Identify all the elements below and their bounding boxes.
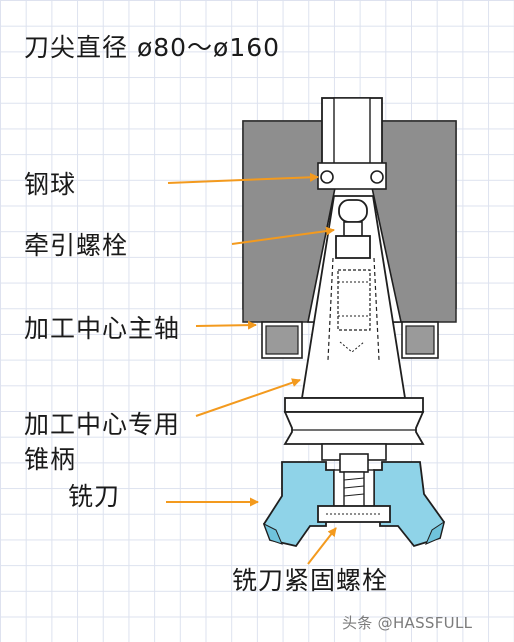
clamp-bolt [317,471,391,523]
label-spindle: 加工中心主轴 [24,314,181,343]
label-clamp-bolt: 铣刀紧固螺栓 [232,566,389,595]
arrow-clamp-bolt [307,527,337,565]
arrow-spindle [195,320,257,330]
label-cutter: 铣刀 [68,482,121,511]
arrow-pull-stud [231,226,335,245]
label-holder-line1: 加工中心专用 [24,410,181,439]
watermark: 头条 @HASSFULL [342,614,473,632]
label-pull-stud: 牵引螺栓 [24,231,129,260]
steel-balls [320,170,384,184]
leader-arrows [166,172,337,565]
pull-stud [335,199,371,259]
arrow-steel-ball [167,172,319,184]
label-holder-line2: 锥柄 [24,445,77,474]
arrow-holder [195,378,301,417]
label-steel-ball: 钢球 [24,170,77,199]
drawbar [317,97,387,190]
holder-flange [283,397,425,461]
diagram-title: 刀尖直径 ø80～ø160 [24,33,281,62]
